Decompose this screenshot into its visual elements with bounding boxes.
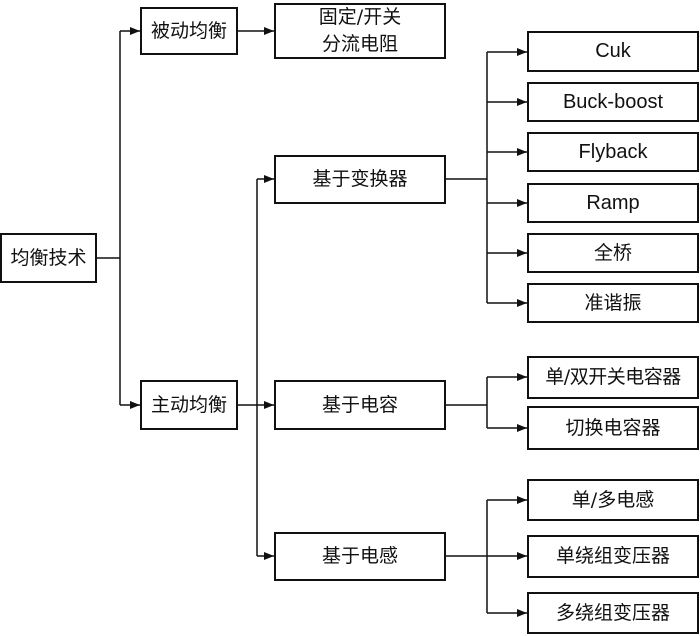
node-capacitor-based: 基于电容 [274, 380, 446, 430]
node-quasi-resonant: 准谐振 [527, 283, 699, 323]
node-passive-balancing: 被动均衡 [140, 7, 238, 55]
node-shunt-resistor-line1: 固定/开关 [318, 6, 402, 28]
node-ramp-label: Ramp [586, 191, 640, 214]
node-shunt-resistor: 固定/开关 分流电阻 [274, 3, 446, 59]
node-single-multi-inductor: 单/多电感 [527, 479, 699, 521]
node-capacitor-based-label: 基于电容 [321, 393, 398, 416]
node-switched-capacitor-label: 切换电容器 [565, 416, 661, 439]
node-multi-winding-transformer: 多绕组变压器 [527, 592, 699, 634]
node-cuk: Cuk [527, 31, 699, 72]
node-converter-based: 基于变换器 [274, 155, 446, 204]
node-balancing-technology-label: 均衡技术 [10, 246, 87, 269]
node-flyback-label: Flyback [578, 140, 648, 163]
node-multi-winding-transformer-label: 多绕组变压器 [555, 601, 670, 624]
node-buck-boost-label: Buck-boost [562, 90, 664, 113]
node-single-double-switched-capacitor-label: 单/双开关电容器 [545, 366, 681, 388]
node-cuk-label: Cuk [595, 40, 631, 62]
node-single-double-switched-capacitor: 单/双开关电容器 [527, 356, 699, 399]
node-full-bridge-label: 全桥 [593, 241, 632, 264]
node-balancing-technology: 均衡技术 [0, 233, 97, 283]
node-quasi-resonant-label: 准谐振 [584, 291, 642, 314]
node-full-bridge: 全桥 [527, 233, 699, 273]
node-buck-boost: Buck-boost [527, 82, 699, 122]
node-converter-based-label: 基于变换器 [312, 168, 408, 190]
node-single-winding-transformer: 单绕组变压器 [527, 535, 699, 578]
node-switched-capacitor: 切换电容器 [527, 406, 699, 450]
node-inductor-based-label: 基于电感 [321, 545, 398, 567]
node-single-winding-transformer-label: 单绕组变压器 [555, 545, 670, 567]
node-single-multi-inductor-label: 单/多电感 [571, 488, 655, 511]
node-shunt-resistor-line2: 分流电阻 [321, 33, 398, 55]
node-passive-balancing-label: 被动均衡 [150, 19, 227, 42]
node-active-balancing-label: 主动均衡 [150, 393, 227, 416]
node-active-balancing: 主动均衡 [140, 380, 238, 430]
node-ramp: Ramp [527, 183, 699, 223]
node-inductor-based: 基于电感 [274, 532, 446, 581]
node-flyback: Flyback [527, 132, 699, 172]
